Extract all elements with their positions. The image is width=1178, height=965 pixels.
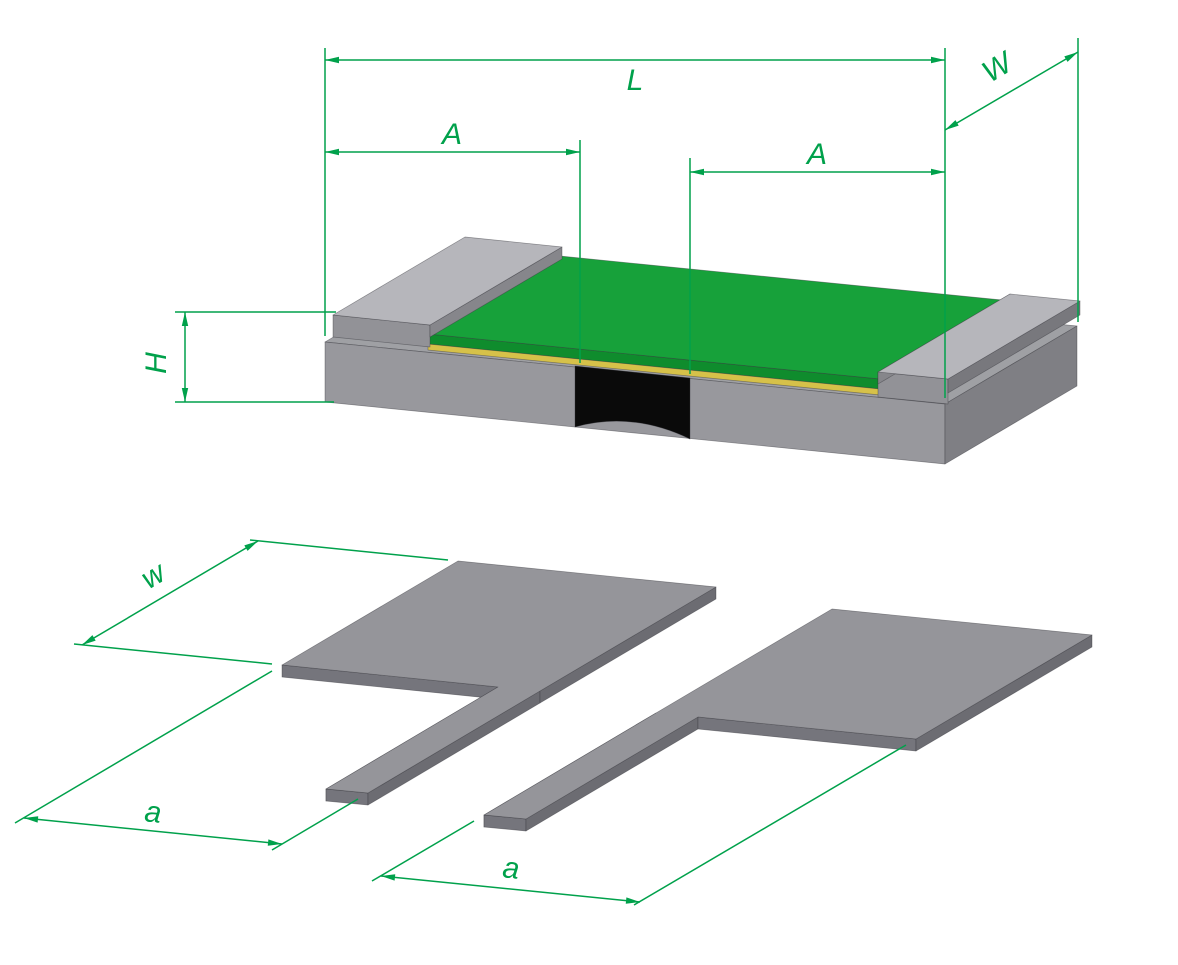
dimension-line-a-left (23, 816, 283, 846)
label-a-left: a (143, 795, 163, 830)
extension-line-w-back (249, 539, 449, 561)
dimension-lines (14, 38, 1079, 906)
dimension-line-w (81, 540, 259, 646)
label-L: L (627, 64, 644, 97)
center-gap-marking (574, 365, 691, 440)
dimension-line-a-right (380, 874, 641, 904)
right-cap-top-face (877, 293, 1081, 380)
label-A-left: A (440, 118, 462, 151)
label-W: W (976, 45, 1020, 89)
label-w: w (135, 555, 173, 596)
chip-body-right-face (944, 325, 1078, 465)
label-a-right: a (501, 851, 521, 886)
extension-line-w-front (73, 643, 273, 665)
electrode-left-finger-right-edge (367, 690, 541, 806)
label-A-right: A (805, 138, 827, 171)
electrode-right (483, 608, 1093, 832)
dimension-line-W (944, 51, 1079, 131)
extension-line-a-left-outer (14, 670, 273, 824)
extension-line-a-right-outer (633, 744, 907, 906)
label-H: H (140, 352, 173, 374)
chip-3d-view (324, 236, 1081, 465)
left-cap-top-face (332, 236, 563, 326)
electrode-right-top-face (483, 608, 1093, 820)
extension-line-a-left-inner (271, 798, 359, 851)
electrode-right-finger-right-edge (525, 716, 699, 832)
electrode-left-top-face (281, 560, 717, 794)
electrode-left (281, 560, 717, 806)
extension-line-a-right-inner (371, 820, 475, 882)
